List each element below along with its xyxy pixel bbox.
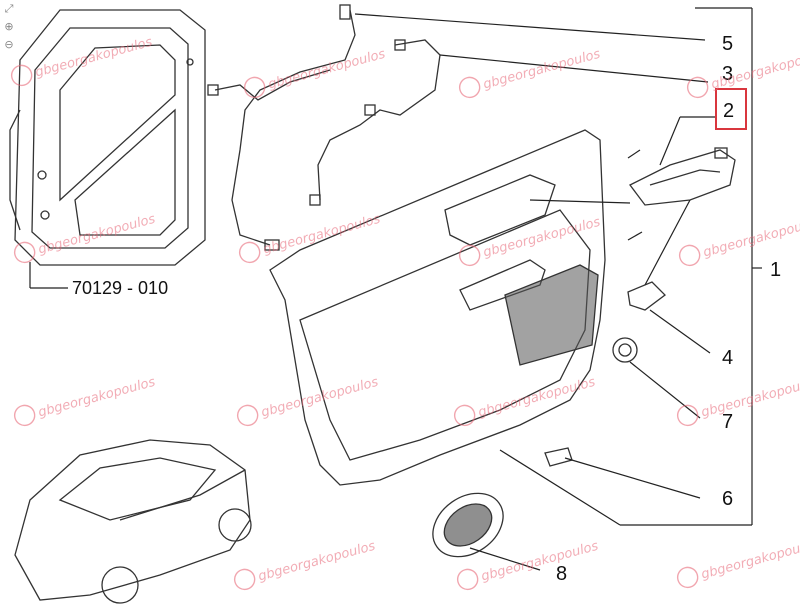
reference-code-label: 70129 - 010 <box>72 278 168 298</box>
speaker-grille-drawing <box>432 492 504 558</box>
wiring-harness-drawing <box>207 4 441 251</box>
highlight-box-part-2 <box>715 88 747 130</box>
callout-label-1: 1 <box>770 259 781 281</box>
door-frame-drawing <box>9 9 206 266</box>
callout-label-7: 7 <box>722 411 733 433</box>
zoom-reset-icon[interactable]: ⤢ <box>4 2 14 15</box>
zoom-out-icon[interactable]: ⊖ <box>4 38 14 51</box>
cover-part-drawing <box>544 447 573 467</box>
watermark-logo-icon: gbgeorgakopoulos <box>236 375 381 427</box>
svg-text:gbgeorgakopoulos: gbgeorgakopoulos <box>482 215 603 261</box>
door-panel-drawing <box>269 129 606 486</box>
svg-text:gbgeorgakopoulos: gbgeorgakopoulos <box>34 35 155 81</box>
handle-part-drawing <box>629 147 736 206</box>
svg-text:gbgeorgakopoulos: gbgeorgakopoulos <box>262 212 383 258</box>
watermark-logo-icon: gbgeorgakopoulos <box>238 212 383 264</box>
watermark-logo-icon: gbgeorgakopoulos <box>458 215 603 267</box>
svg-text:gbgeorgakopoulos: gbgeorgakopoulos <box>480 539 601 585</box>
callout-labels: 5 3 2 1 4 7 6 8 70129 - 010 <box>72 33 781 585</box>
watermark-logo-icon: gbgeorgakopoulos <box>233 539 378 591</box>
watermark-logo-icon: gbgeorgakopoulos <box>458 47 602 99</box>
car-silhouette-drawing <box>14 439 252 604</box>
svg-text:gbgeorgakopoulos: gbgeorgakopoulos <box>477 375 598 421</box>
watermark-logo-icon: gbgeorgakopoulos <box>676 375 800 427</box>
leader-lines <box>29 7 762 571</box>
zoom-in-icon[interactable]: ⊕ <box>4 20 14 33</box>
watermark-logo-icon: gbgeorgakopoulos <box>686 47 800 99</box>
switch-part-drawing <box>627 281 666 311</box>
watermark-logo-icon: gbgeorgakopoulos <box>243 47 388 99</box>
callout-label-2: 2 <box>723 100 734 122</box>
svg-text:gbgeorgakopoulos: gbgeorgakopoulos <box>267 47 388 93</box>
callout-label-8: 8 <box>556 563 567 585</box>
watermark-logo-icon: gbgeorgakopoulos <box>13 212 157 264</box>
svg-text:gbgeorgakopoulos: gbgeorgakopoulos <box>260 375 381 421</box>
watermark-logo-icon: gbgeorgakopoulos <box>453 375 598 427</box>
watermark-logo-icon: gbgeorgakopoulos <box>10 35 155 87</box>
svg-text:gbgeorgakopoulos: gbgeorgakopoulos <box>700 537 800 583</box>
svg-text:gbgeorgakopoulos: gbgeorgakopoulos <box>37 375 158 421</box>
watermark-logo-icon: gbgeorgakopoulos <box>676 537 800 589</box>
svg-text:gbgeorgakopoulos: gbgeorgakopoulos <box>257 539 378 585</box>
watermarks: gbgeorgakopoulos gbgeorgakopoulos gbgeor… <box>10 35 800 591</box>
watermark-logo-icon: gbgeorgakopoulos <box>13 375 158 427</box>
svg-text:gbgeorgakopoulos: gbgeorgakopoulos <box>700 375 800 421</box>
callout-label-6: 6 <box>722 488 733 510</box>
callout-label-5: 5 <box>722 33 733 55</box>
callout-label-3: 3 <box>722 63 733 85</box>
watermark-logo-icon: gbgeorgakopoulos <box>456 539 601 591</box>
svg-text:gbgeorgakopoulos: gbgeorgakopoulos <box>702 215 800 261</box>
clip-part-drawing <box>612 337 638 363</box>
watermark-logo-icon: gbgeorgakopoulos <box>678 215 800 267</box>
callout-label-4: 4 <box>722 347 733 369</box>
